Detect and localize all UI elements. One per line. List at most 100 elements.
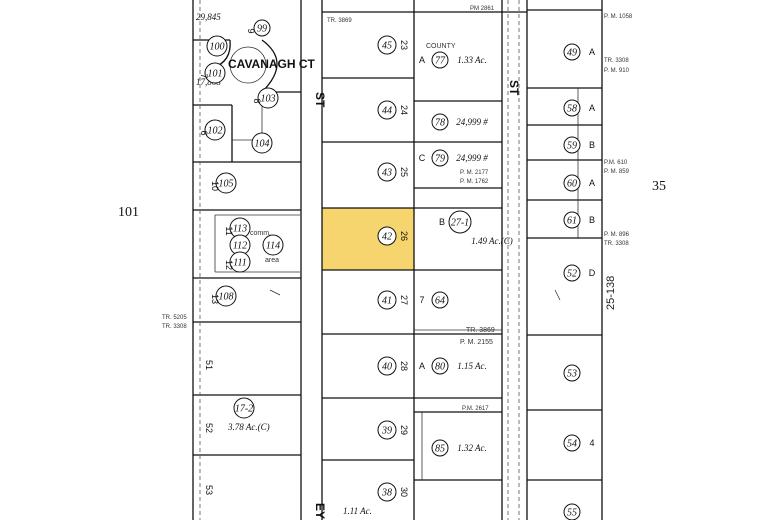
lot-letter: A [589,178,595,188]
lot-number: 28 [399,361,409,371]
parcel-circle [563,43,581,61]
parcel-circle [251,132,273,154]
pm-2617: P.M. 2617 [462,406,489,412]
pm-2155-mid: P. M. 2155 [460,339,493,346]
street-st-right: ST [507,80,521,96]
tract-3869-top: TR. 3869 [327,18,352,24]
lot-number: 24 [399,105,409,115]
parcel-circle [257,87,279,109]
parcel-area: 24,999 # [456,153,488,163]
parcel-number: 101 [208,69,223,80]
parcel-number: 102 [208,126,223,137]
parcel-number: 41 [382,296,392,307]
lot-number: 11 [224,226,234,235]
parcel-number: 55 [567,508,577,519]
parcel-number: 104 [255,139,270,150]
highway-label-west: 101 [118,205,139,220]
pm-896: P. M. 896 [604,232,630,238]
left-lot-number: 53 [204,485,214,495]
parcel-number: 43 [382,168,392,179]
lot-letter: 7 [419,295,424,305]
parcel-circle [563,174,581,192]
county-label: COUNTY [426,43,456,50]
parcel-circle [563,136,581,154]
parcel-circle [377,290,397,310]
area-label: area [265,257,279,264]
parcel-circle [431,357,449,375]
parcel-number: 105 [219,179,234,190]
highlighted-parcel[interactable] [322,208,414,270]
lot-letter: C [419,153,426,163]
lot-number: 30 [399,487,409,497]
lot-letter: B [439,217,445,227]
pm-2861: PM 2861 [470,6,495,12]
parcel-circle [431,439,449,457]
parcel-number: 17-2 [235,404,253,415]
parcel-circle [262,234,284,256]
lot-number: 7 [199,73,209,78]
tract-5205: TR. 5205 [162,315,187,321]
parcel-circle [377,35,397,55]
tract-3869-mid: TR. 3869 [466,327,495,334]
parcel-number: 44 [382,106,392,117]
parcel-circle [431,113,449,131]
lot-number: 9 [246,28,256,33]
parcel-area: 1.33 Ac. [457,55,487,65]
parcel-number: 85 [435,444,445,455]
lot-number: 23 [399,40,409,50]
parcel-circle [448,210,472,234]
lot-number: 29 [399,425,409,435]
pm-859: P. M. 859 [604,169,630,175]
parcel-number: 79 [435,154,445,165]
parcel-number: 42 [382,232,392,243]
left-lot-number: 52 [204,423,214,433]
parcel-circle [431,149,449,167]
lot-letter: A [589,103,595,113]
lot-number: 26 [399,231,409,241]
parcel-circle [563,264,581,282]
pm-610: P.M. 610 [604,160,628,166]
parcel-number: 39 [381,426,392,437]
page-reference: 25-138 [605,276,617,310]
parcel-number: 113 [233,224,247,235]
lot-letter: 4 [589,438,594,448]
left-area-top2: 29,845 [196,12,221,22]
parcel-circle [563,211,581,229]
pm-2177: P. M. 2177 [460,170,489,176]
tract-3308: TR. 3308 [162,324,187,330]
parcel-circle [563,434,581,452]
parcel-number: 99 [257,24,267,35]
lot-number: 27 [399,295,409,305]
parcel-number: 103 [261,94,276,105]
parcel-number: 38 [381,488,392,499]
parcel-number: 49 [567,48,577,59]
parcel-circle [377,226,397,246]
parcel-number: 112 [233,241,247,252]
parcel-circle [431,51,449,69]
parcel-circle [563,364,581,382]
section-label-east: 35 [652,179,666,194]
parcel-number: 27-1 [451,218,469,229]
parcel-circle [431,291,449,309]
lot-number: 8 [252,98,262,103]
lot-letter: B [589,140,595,150]
parcel-number: 54 [567,439,577,450]
parcel-number: 77 [435,56,446,67]
parcel-area: 1.49 Ac.(C) [471,236,513,246]
parcel-number: 45 [382,41,392,52]
parcel-number: 52 [567,269,577,280]
parcel-circle [204,119,226,141]
parcel-circle [206,35,228,57]
parcel-area: 24,999 # [456,117,488,127]
left-area-top: 17,868 [196,77,221,87]
parcel-circle [215,285,237,307]
street-bottom-left: EY [313,503,327,519]
parcel-number: 78 [435,118,445,129]
parcel-number: 80 [435,362,445,373]
parcel-number: 100 [210,42,225,53]
left-lot-number: 51 [204,360,214,370]
parcel-circle [563,99,581,117]
tract-3308-b: TR. 3308 [604,241,629,247]
